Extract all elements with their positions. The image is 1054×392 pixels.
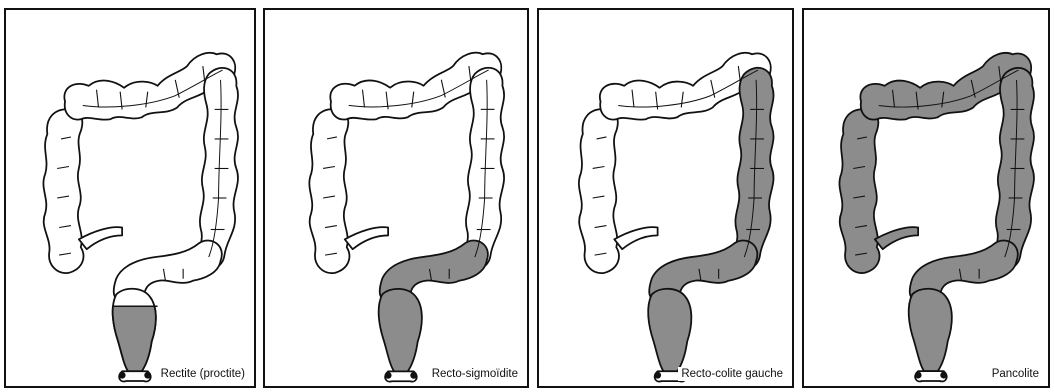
sphincter-dot (119, 372, 126, 379)
sphincter-dot (654, 372, 661, 379)
sphincter-dot (410, 372, 417, 379)
rectum (648, 289, 691, 371)
appendix (614, 227, 657, 249)
panel-caption: Recto-colite gauche (678, 367, 786, 381)
sphincter-dot (940, 372, 947, 379)
colon-group (309, 53, 504, 382)
sphincter-dot (144, 372, 151, 379)
appendix (875, 227, 918, 249)
ascending-colon (579, 109, 619, 273)
colon-group (839, 53, 1034, 382)
panel-caption: Rectite (proctite) (158, 367, 248, 381)
ascending-colon (309, 109, 349, 273)
colon-diagram-recto-colite-gauche (539, 10, 792, 386)
sphincter-dot (915, 372, 922, 379)
ascending-colon (43, 109, 83, 273)
colon-diagram-rectite (6, 10, 254, 386)
panel-caption: Recto-sigmoïdite (429, 367, 521, 381)
rectum (379, 289, 422, 372)
panel-caption: Pancolite (989, 367, 1042, 381)
colon-group (579, 53, 774, 382)
rectum (909, 289, 952, 371)
appendix (79, 227, 122, 249)
colon-diagram-pancolite (804, 10, 1048, 386)
panel-recto-colite-gauche: Recto-colite gauche (537, 8, 794, 388)
panel-recto-sigmoidite: Recto-sigmoïdite (263, 8, 529, 388)
panel-rectite: Rectite (proctite) (4, 8, 256, 388)
panel-pancolite: Pancolite (802, 8, 1050, 388)
sphincter-dot (385, 372, 392, 379)
appendix (345, 227, 388, 249)
colon-diagram-recto-sigmoidite (265, 10, 527, 386)
ascending-colon (839, 109, 879, 273)
colon-group (43, 53, 238, 382)
